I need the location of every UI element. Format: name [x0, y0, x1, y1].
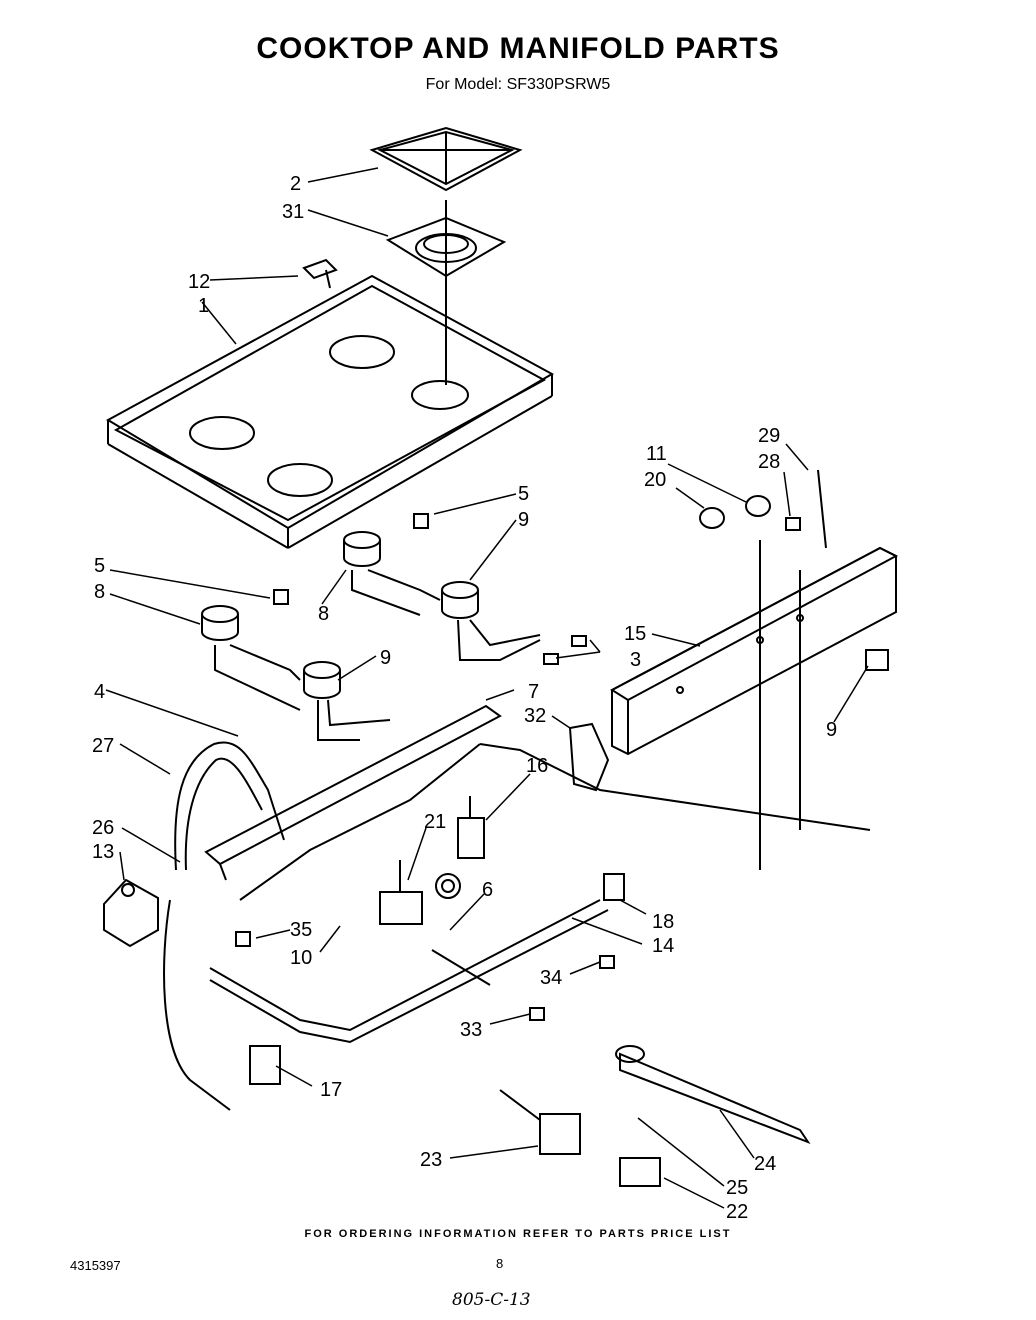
callout-17: 17: [320, 1079, 342, 1101]
left-burner-assembly: [201, 605, 391, 741]
callout-27: 27: [92, 735, 114, 757]
callout-24: 24: [754, 1153, 776, 1175]
callout-12: 12: [188, 271, 210, 293]
callout-29: 29: [758, 425, 780, 447]
callout-35: 35: [290, 919, 312, 941]
leader-lines: [105, 167, 869, 1209]
pressure-regulator: [103, 878, 159, 948]
callout-18: 18: [652, 911, 674, 933]
document-number: 4315397: [70, 1258, 121, 1273]
manifold-pipe: [209, 743, 871, 1044]
callout-9-clip: 9: [826, 719, 837, 741]
right-burner-assembly: [343, 531, 541, 661]
control-knobs: [699, 469, 827, 549]
bracket-17: [249, 1045, 281, 1085]
callout-2: 2: [290, 173, 301, 195]
model-prefix: For Model:: [425, 76, 503, 93]
callout-25: 25: [726, 1177, 748, 1199]
callout-11: 11: [646, 443, 667, 465]
manifold-bracket: [204, 704, 502, 881]
callout-14: 14: [652, 935, 674, 957]
fitting-35: [235, 931, 251, 947]
handwritten-note: 805-C-13: [452, 1290, 531, 1310]
cooktop-clip: [302, 258, 338, 289]
ordering-note: FOR ORDERING INFORMATION REFER TO PARTS …: [304, 1228, 732, 1240]
callout-21: 21: [424, 811, 446, 833]
page-title: COOKTOP AND MANIFOLD PARTS: [256, 32, 780, 65]
callout-23: 23: [420, 1149, 442, 1171]
callout-16: 16: [526, 755, 548, 777]
callout-3: 3: [630, 649, 641, 671]
callout-34: 34: [540, 967, 562, 989]
callout-32: 32: [524, 705, 546, 727]
burner-bracket-left: [273, 589, 289, 605]
oven-valve: [379, 860, 461, 925]
callout-20: 20: [644, 469, 666, 491]
callout-5-left: 5: [94, 555, 105, 577]
callout-9-left: 9: [380, 647, 391, 669]
callout-4: 4: [94, 681, 105, 703]
callout-8-right: 8: [318, 603, 329, 625]
callout-31: 31: [282, 201, 304, 223]
fitting-34: [599, 955, 615, 969]
callout-8-left: 8: [94, 581, 105, 603]
callout-5-right: 5: [518, 483, 529, 505]
callout-7: 7: [528, 681, 539, 703]
orifice-hoods: [543, 635, 587, 665]
model-number: SF330PSRW5: [506, 76, 611, 93]
callout-13: 13: [92, 841, 114, 863]
side-bracket-32: [568, 722, 610, 792]
callout-9-right: 9: [518, 509, 529, 531]
callout-1: 1: [198, 295, 209, 317]
safety-valve: [457, 796, 485, 859]
callout-28: 28: [758, 451, 780, 473]
callout-15: 15: [624, 623, 646, 645]
callout-22: 22: [726, 1201, 748, 1223]
page-number: 8: [496, 1256, 504, 1271]
callout-26: 26: [92, 817, 114, 839]
cooktop-panel: [105, 200, 555, 549]
burner-grate: [369, 126, 523, 192]
manifold-panel: [609, 540, 899, 870]
model-subtitle: For Model: SF330PSRW5: [0, 76, 1036, 94]
gas-tubes: [163, 741, 285, 1111]
oven-burner: [499, 1045, 811, 1187]
clip-9: [865, 649, 889, 671]
callout-10: 10: [290, 947, 312, 969]
fitting-33: [529, 1007, 545, 1021]
callout-33: 33: [460, 1019, 482, 1041]
callout-6: 6: [482, 879, 493, 901]
bracket-18: [603, 873, 625, 901]
burner-bracket-right: [413, 513, 429, 529]
